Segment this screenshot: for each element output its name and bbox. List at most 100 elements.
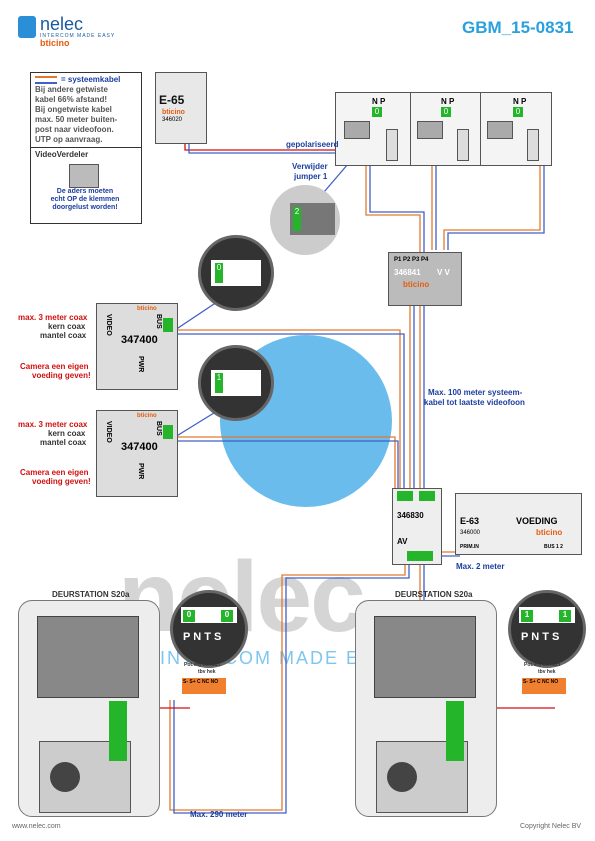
videoverdeler-section: VideoVerdeler De aders moeten echt OP de… [31,147,141,222]
legend-text: = systeemkabel Bij andere getwiste kabel… [31,73,141,147]
bus-label: BUS [155,421,162,436]
coax-core-label: kern coax [48,322,86,331]
terminal-n: N [441,97,447,106]
vd-note-line: doorgelust worden! [52,204,118,211]
jumper-board: 2 [290,203,335,235]
remove-jumper-label-1: Verwijder [292,162,328,171]
distributor-ports: P1 P2 P3 P4 [394,257,429,263]
terminal-block [527,129,539,161]
pwr-label: PWR [137,356,144,373]
terminal-p: P [521,97,527,106]
videoverdeler-title: VideoVerdeler [35,150,89,159]
terminal-n: N [372,97,378,106]
relay-contact-left: S- S+ C NC NO [182,678,226,694]
relay-terms: S- S+ C NC NO [183,679,219,685]
legend-box: = systeemkabel Bij andere getwiste kabel… [30,72,142,224]
coax-max-label: max. 3 meter coax [18,420,88,429]
nelec-logo-icon [18,16,36,38]
e65-brand: bticino [162,109,185,116]
interface-347400-top: bticino VIDEO BUS 347400 PWR [96,303,178,390]
logo-tagline: INTERCOM MADE EASY [40,33,116,39]
dip-switch: 0 [513,107,523,117]
e63-prim-in: PRIM.IN [460,544,479,550]
interface-code: 347400 [121,334,158,346]
cable-290m-label: Max. 290 meter [190,810,248,819]
speaker-grille-icon [37,616,139,698]
door-station-title-right: DEURSTATION S20a [395,590,473,599]
terminal-p: P [380,97,386,106]
logo-brand: bticino [40,38,70,48]
terminal-n: N [513,97,519,106]
e63-brand: bticino [536,528,563,537]
logo-name: nelec [40,14,84,34]
pot-free-label-2: tbv hek [198,669,216,675]
coax-shield-label: mantel coax [40,438,87,447]
camera-power-label-2: voeding geven! [32,477,91,486]
dip-magnifier-bottom: 1 [198,345,274,421]
distributor-code: 346841 [394,268,421,277]
camera-power-label-2: voeding geven! [32,371,91,380]
door-station-left [18,600,160,817]
interface-brand: bticino [137,306,157,312]
bus-label: BUS [155,314,162,329]
pnts-magnifier-right: 1 1 P N T S [508,590,586,668]
video-label: VIDEO [105,314,112,336]
relay-terms: S- S+ C NC NO [523,679,559,685]
e63-code: 346000 [460,530,481,536]
dip-switch-block: 0 [211,260,261,286]
videophone-screen-icon [344,121,370,139]
jumper-magnifier: 2 [270,185,340,255]
terminal-np: N P [513,97,526,106]
coax-shield-label: mantel coax [40,331,87,340]
legend-line: Bij andere getwiste [35,85,108,94]
terminal-block [457,129,469,161]
e65-module: E-65 bticino 346020 [155,72,207,144]
av-label: AV [397,537,408,546]
e63-title: VOEDING [516,516,558,526]
videoverdeler-icon [69,164,99,188]
vd-note-line: De aders moeten [56,188,114,195]
e65-code: 346020 [162,117,183,123]
av-code: 346830 [397,511,424,520]
interface-347400-bottom: bticino VIDEO BUS 347400 PWR [96,410,178,497]
videophone-screen-icon [487,121,513,139]
connector-strip-icon [109,701,127,761]
videophone-2: N P 0 [410,92,482,166]
door-station-title-left: DEURSTATION S20a [52,590,130,599]
legend-line: UTP op aanvraag. [35,135,103,144]
relay-contact-right: S- S+ C NC NO [522,678,566,694]
pnts-switch-block: 1 1 [519,607,575,623]
dip-magnifier-top: 0 [198,235,274,311]
camera-power-label-1: Camera een eigen [20,468,89,477]
cable-swatch-icon [35,76,57,84]
av-terminal-icon [397,491,413,501]
pnts-dip-s: 1 [559,610,571,622]
jumper-icon: 2 [293,207,301,231]
pnts-dip-s: 0 [221,610,233,622]
dip-switch: 0 [372,107,382,117]
interface-code: 347400 [121,441,158,453]
pnts-label: P N T S [521,631,560,643]
videophone-screen-icon [417,121,443,139]
dip-switch-icon: 0 [215,263,223,283]
terminal-np: N P [441,97,454,106]
bus-terminal-icon [163,425,173,439]
pnts-dip-p: 1 [521,610,533,622]
camera-power-label-1: Camera een eigen [20,362,89,371]
videophone-1: N P 0 [335,92,412,166]
distributor-vv: V V [437,268,450,277]
footer-website: www.nelec.com [12,823,61,830]
connector-strip-icon [446,701,464,761]
videoverdeler-note: De aders moeten echt OP de klemmen doorg… [35,188,135,212]
dip-switch: 0 [441,107,451,117]
cable-100m-label-1: Max. 100 meter systeem- [428,388,523,397]
pnts-dip-p: 0 [183,610,195,622]
videophone-3: N P 0 [480,92,552,166]
interface-brand: bticino [137,413,157,419]
footer-copyright: Copyright Nelec BV [520,823,582,830]
dip-switch-icon: 1 [215,373,223,393]
legend-line: max. 50 meter buiten- [35,115,118,124]
legend-line: Bij ongetwiste kabel [35,105,112,114]
door-station-right [355,600,497,817]
polarized-label: gepolariseerd [286,140,339,149]
